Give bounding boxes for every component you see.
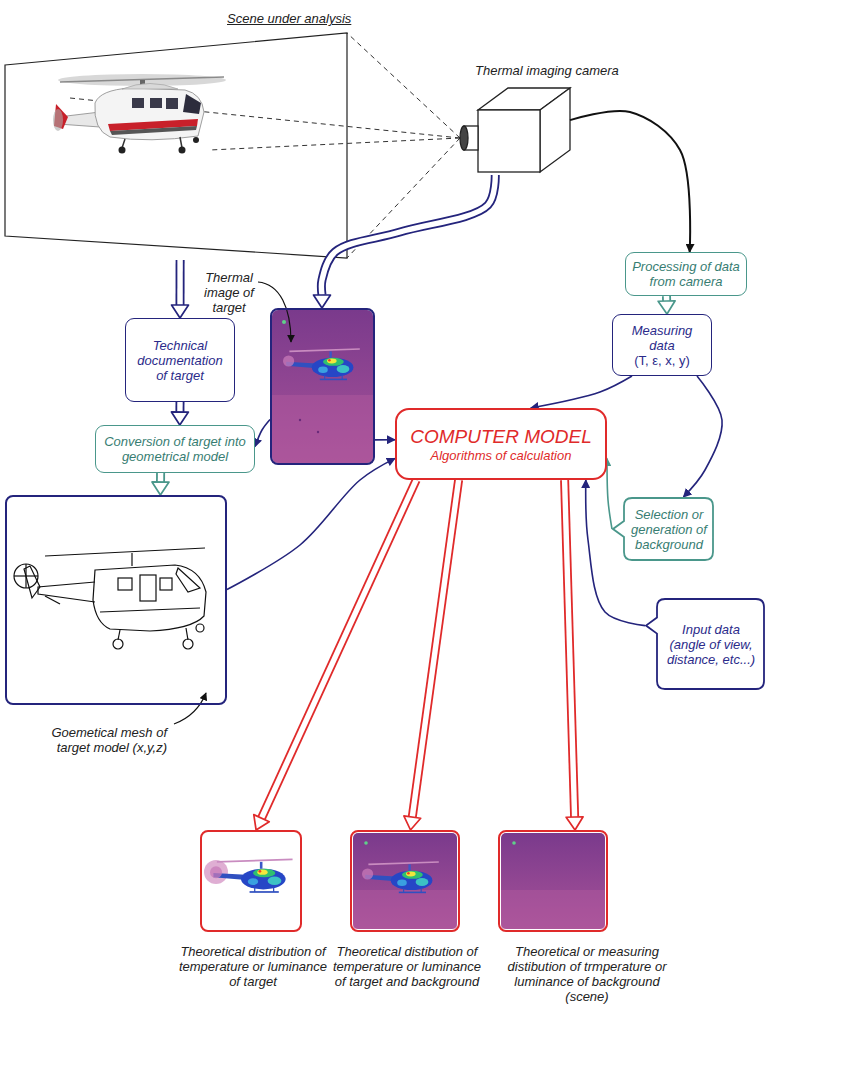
arrow-line <box>683 376 722 497</box>
arrow-shaft-inner <box>412 480 458 817</box>
node-caption: Goemetical mesh of target model (x,y,z) <box>17 725 167 755</box>
sight-lines <box>70 33 460 258</box>
flow-arrow <box>375 439 395 440</box>
leader-line <box>174 693 206 724</box>
callout-shape <box>613 498 713 560</box>
output-image-target <box>203 833 299 929</box>
arrow-shaft <box>412 480 458 817</box>
arrow-shaft-inner <box>321 175 495 295</box>
output-box: Theoretical distibution of temperature o… <box>350 830 460 932</box>
document-box: Technical documentation of target <box>125 318 235 402</box>
node-caption: Thermal image of target <box>194 270 264 315</box>
arrow-shaft <box>262 480 417 818</box>
block-arrow <box>313 175 495 308</box>
arrow-line <box>607 458 612 529</box>
node-caption: Scene under analysis <box>227 11 355 26</box>
arrow-line <box>255 419 270 446</box>
mesh-helicopter <box>14 548 206 649</box>
arrow-shaft-inner <box>177 260 182 305</box>
flow-arrow <box>570 111 690 252</box>
camera-drawing <box>460 88 570 172</box>
arrow-head <box>172 305 189 318</box>
node-text: Technical documentation of target <box>132 338 228 383</box>
arrow-shaft <box>321 175 495 295</box>
arrow-line <box>531 376 632 408</box>
process-box: Conversion of target into geometrical mo… <box>95 425 255 473</box>
camera-node: Thermal imaging camera <box>455 85 570 175</box>
arrow-shaft <box>175 402 184 412</box>
data-box: Measuring data(T, ε, x, y) <box>612 314 712 376</box>
output-image-scene <box>353 833 457 929</box>
node-text: Processing of data from camera <box>632 259 740 289</box>
flow-arrow <box>683 376 722 497</box>
arrow-line <box>570 111 690 252</box>
model-box: COMPUTER MODELAlgorithms of calculation <box>395 408 607 480</box>
node-caption: Theoretical distibution of temperature o… <box>332 944 482 989</box>
block-arrow <box>565 480 584 830</box>
flow-arrow <box>255 419 270 446</box>
block-arrow <box>152 473 169 495</box>
arrow-shaft-inner <box>177 402 182 412</box>
node-caption: Theoretical distribution of temperature … <box>178 944 328 989</box>
node-text: Algorithms of calculation <box>431 448 572 463</box>
leader-line <box>258 282 291 342</box>
scene-node: Scene under analysis <box>5 5 347 260</box>
arrow-shaft-inner <box>565 480 575 817</box>
arrow-line <box>375 439 395 441</box>
flow-arrow <box>607 458 612 529</box>
arrow-head <box>152 482 169 495</box>
node-text: Selection or generation of background <box>630 507 708 552</box>
block-arrow <box>254 480 416 830</box>
arrow-head <box>566 817 583 830</box>
output-box: Theoretical or measuring distibution of … <box>498 830 608 932</box>
arrow-head <box>658 301 675 314</box>
output-image-background <box>501 833 605 929</box>
image-box: Goemetical mesh of target model (x,y,z) <box>5 495 227 705</box>
image-box: Thermal image of target <box>270 308 375 465</box>
arrow-head <box>313 295 330 308</box>
arrow-head <box>171 412 188 425</box>
arrow-line <box>227 458 395 589</box>
arrow-shaft <box>156 473 165 482</box>
node-caption: Thermal imaging camera <box>475 63 645 78</box>
flow-arrow <box>531 376 632 408</box>
callout-shape <box>646 599 764 689</box>
node-text: (T, ε, x, y) <box>634 353 690 368</box>
callout-box: Input data(angle of view, distance, etc.… <box>645 598 765 690</box>
block-arrow <box>404 480 459 830</box>
node-text: COMPUTER MODEL <box>410 426 592 448</box>
thermal-image <box>272 310 373 463</box>
block-arrow <box>172 260 189 318</box>
arrow-head <box>404 816 421 830</box>
arrow-shaft <box>176 260 185 305</box>
output-box: Theoretical distribution of temperature … <box>200 830 302 932</box>
block-arrow <box>171 402 188 425</box>
node-text: Input data <box>682 622 740 637</box>
helicopter-photo <box>53 74 226 154</box>
block-arrow <box>658 296 675 314</box>
node-text: (angle of view, distance, etc...) <box>663 637 759 667</box>
flow-arrow <box>227 458 395 589</box>
callout-box: Selection or generation of background <box>612 497 714 561</box>
process-box: Processing of data from camera <box>625 252 747 296</box>
node-text: Conversion of target into geometrical mo… <box>102 434 248 464</box>
node-caption: Theoretical or measuring distibution of … <box>492 944 682 1004</box>
arrow-shaft-inner <box>262 480 417 818</box>
node-text: Measuring data <box>619 323 705 353</box>
arrow-shaft-inner <box>158 473 163 482</box>
arrow-head <box>254 815 269 830</box>
arrow-shaft <box>565 480 575 817</box>
